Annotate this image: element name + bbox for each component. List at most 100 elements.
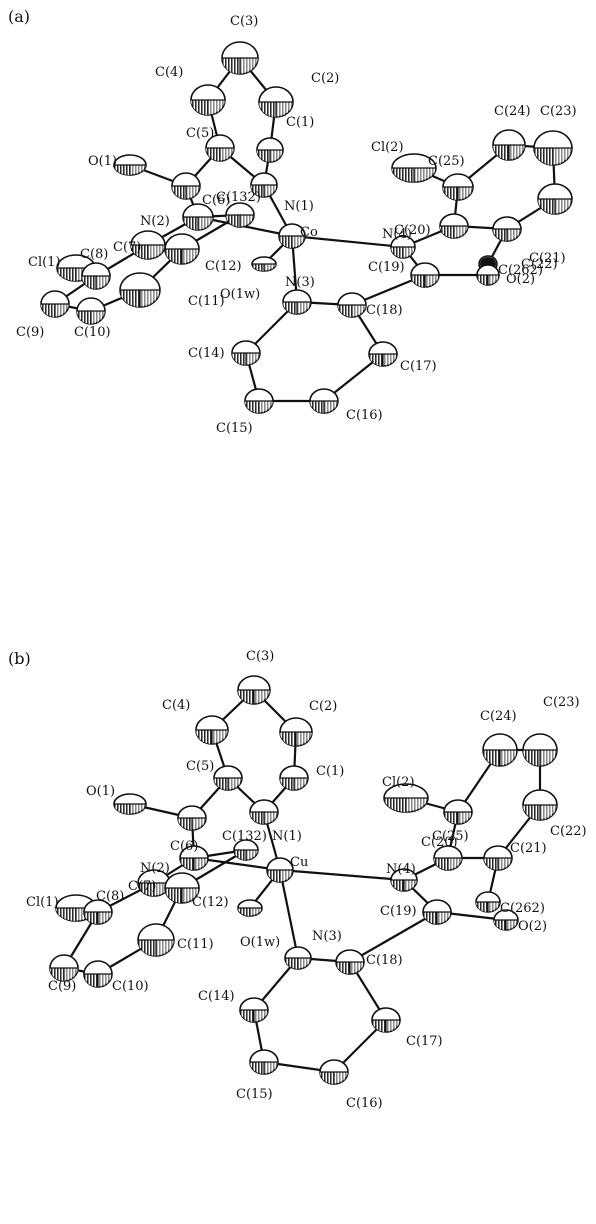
atom-o1 bbox=[113, 154, 147, 176]
atom-o1 bbox=[113, 793, 147, 815]
atom-label-c18: C(18) bbox=[366, 303, 403, 318]
atom-label-c14: C(14) bbox=[188, 346, 225, 361]
atom-n2 bbox=[182, 203, 214, 231]
atom-label-c22: C(22) bbox=[521, 257, 558, 272]
atom-label-c7: C(7) bbox=[128, 879, 156, 894]
atom-labels: C(3)C(4)C(2)C(1)C(5)O(1)C(6)N(1)Cl(2)C(2… bbox=[16, 14, 577, 436]
bond-m-n4 bbox=[291, 234, 404, 249]
atom-c8 bbox=[81, 262, 111, 290]
atom-label-c3: C(3) bbox=[230, 14, 258, 29]
atom-c20 bbox=[433, 845, 463, 871]
panel-a: (a)C(3)C(4)C(2)C(1)C(5)O(1)C(6)N(1)Cl(2)… bbox=[8, 7, 577, 436]
atom-label-c9: C(9) bbox=[48, 979, 76, 994]
atom-c4 bbox=[190, 84, 226, 116]
atom-o2 bbox=[476, 264, 500, 286]
atom-label-n3: N(3) bbox=[285, 275, 315, 290]
atom-label-c22: C(22) bbox=[550, 824, 587, 839]
atom-label-cl2: Cl(2) bbox=[371, 140, 404, 155]
atom-c1 bbox=[256, 137, 284, 163]
panel-label: (b) bbox=[8, 649, 31, 668]
atom-label-c10: C(10) bbox=[74, 325, 111, 340]
atom-cl2 bbox=[391, 153, 437, 183]
atom-cl2 bbox=[383, 783, 429, 813]
atom-c11 bbox=[119, 272, 161, 308]
atom-n3 bbox=[282, 289, 312, 315]
atom-label-c12: C(12) bbox=[192, 895, 229, 910]
atom-label-c16: C(16) bbox=[346, 408, 383, 423]
atom-c262 bbox=[475, 891, 501, 913]
atom-c3 bbox=[221, 41, 259, 75]
atom-label-c132: C(132) bbox=[216, 190, 261, 205]
atom-label-c17: C(17) bbox=[406, 1034, 443, 1049]
atom-label-n2: N(2) bbox=[140, 861, 170, 876]
atom-label-c15: C(15) bbox=[216, 421, 253, 436]
atom-c2 bbox=[258, 86, 294, 118]
atom-c25 bbox=[443, 799, 473, 825]
atom-label-o1: O(1) bbox=[88, 154, 117, 169]
atom-label-c11: C(11) bbox=[177, 937, 214, 952]
atom-c3 bbox=[237, 675, 271, 705]
atom-label-cl1: Cl(1) bbox=[26, 895, 59, 910]
atom-m bbox=[266, 857, 294, 883]
atom-label-c10: C(10) bbox=[112, 979, 149, 994]
atom-label-c23: C(23) bbox=[540, 104, 577, 119]
atom-label-c24: C(24) bbox=[480, 709, 517, 724]
atom-c23 bbox=[533, 130, 573, 166]
atom-c19 bbox=[422, 899, 452, 925]
atom-n4 bbox=[390, 868, 418, 892]
atom-label-n3: N(3) bbox=[312, 929, 342, 944]
atom-label-c8: C(8) bbox=[96, 889, 124, 904]
atom-c19 bbox=[410, 262, 440, 288]
atom-label-c11: C(11) bbox=[188, 294, 225, 309]
atom-c12 bbox=[164, 872, 200, 904]
atoms bbox=[49, 675, 558, 1085]
atom-n3 bbox=[284, 946, 312, 970]
atom-c18 bbox=[335, 949, 365, 975]
bond-m-n4 bbox=[279, 868, 405, 882]
atom-c8 bbox=[83, 899, 113, 925]
atom-label-c3: C(3) bbox=[246, 649, 274, 664]
atom-label-n1: N(1) bbox=[284, 199, 314, 214]
atom-n1 bbox=[249, 799, 279, 825]
atom-c11 bbox=[137, 923, 175, 957]
atom-label-cl2: Cl(2) bbox=[382, 775, 415, 790]
atom-c24 bbox=[492, 129, 526, 161]
atom-label-o2: O(2) bbox=[518, 919, 547, 934]
atom-c14 bbox=[239, 997, 269, 1023]
atom-c16 bbox=[309, 388, 339, 414]
atoms bbox=[40, 41, 573, 414]
atom-labels: C(3)C(4)C(2)C(23)C(24)Cl(2)O(1)C(5)C(1)C… bbox=[26, 649, 587, 1111]
atom-label-c8: C(8) bbox=[80, 247, 108, 262]
atom-label-c5: C(5) bbox=[186, 126, 214, 141]
atom-label-c4: C(4) bbox=[162, 698, 190, 713]
atom-c22 bbox=[522, 789, 558, 821]
atom-o1w bbox=[251, 256, 277, 272]
atom-label-n2: N(2) bbox=[140, 214, 170, 229]
atom-label-n4: N(4) bbox=[386, 862, 416, 877]
atom-m bbox=[278, 223, 306, 249]
atom-c14 bbox=[231, 340, 261, 366]
atom-label-o1: O(1) bbox=[86, 784, 115, 799]
atom-label-c9: C(9) bbox=[16, 325, 44, 340]
atom-label-c2: C(2) bbox=[311, 71, 339, 86]
atom-label-c24: C(24) bbox=[494, 104, 531, 119]
bond-m-n3 bbox=[278, 869, 300, 959]
atom-c132 bbox=[225, 202, 255, 228]
atom-o2 bbox=[493, 909, 519, 931]
atom-label-c14: C(14) bbox=[198, 989, 235, 1004]
atom-label-c19: C(19) bbox=[368, 260, 405, 275]
atom-n1 bbox=[250, 172, 278, 198]
atom-label-c25: C(25) bbox=[428, 154, 465, 169]
atom-c9 bbox=[40, 290, 70, 318]
atom-label-c7: C(7) bbox=[113, 240, 141, 255]
atom-c132 bbox=[233, 839, 259, 861]
atom-label-c18: C(18) bbox=[366, 953, 403, 968]
atom-label-n1: N(1) bbox=[272, 829, 302, 844]
atom-c5 bbox=[205, 134, 235, 162]
atom-label-o1w: O(1w) bbox=[240, 935, 280, 950]
atom-label-c15: C(15) bbox=[236, 1087, 273, 1102]
atom-c25 bbox=[442, 173, 474, 201]
atom-c4 bbox=[195, 715, 229, 745]
